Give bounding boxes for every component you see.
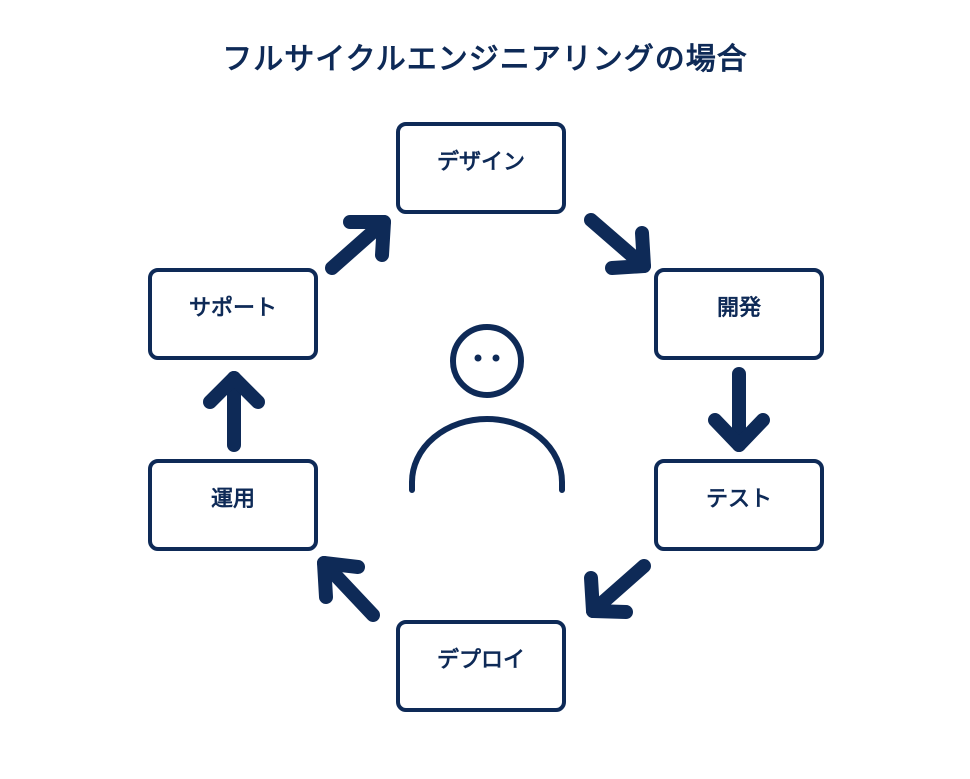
step-support: サポート	[148, 268, 318, 360]
arrow-deploy-to-ops	[317, 556, 380, 622]
diagram-title: フルサイクルエンジニアリングの場合	[222, 42, 748, 77]
step-development: 開発	[654, 268, 824, 360]
person-body	[409, 416, 565, 493]
person-eye-right	[492, 354, 500, 362]
step-test-label: テスト	[705, 487, 772, 512]
arrow-test-to-deploy	[584, 559, 651, 619]
arrow-ops-to-support	[203, 371, 265, 452]
step-operations: 運用	[148, 459, 318, 551]
arrow-support-to-design	[325, 215, 391, 275]
step-design: デザイン	[396, 122, 566, 214]
arrow-dev-to-test	[708, 367, 770, 452]
arrow-design-to-dev	[584, 213, 651, 275]
step-support-label: サポート	[188, 296, 277, 321]
step-deploy: デプロイ	[396, 620, 566, 712]
person-icon	[409, 324, 565, 493]
step-operations-label: 運用	[210, 487, 255, 512]
step-development-label: 開発	[716, 296, 761, 321]
person-eye-left	[474, 354, 482, 362]
step-test: テスト	[654, 459, 824, 551]
step-deploy-label: デプロイ	[436, 648, 525, 673]
person-head	[450, 324, 524, 398]
step-design-label: デザイン	[436, 150, 525, 175]
